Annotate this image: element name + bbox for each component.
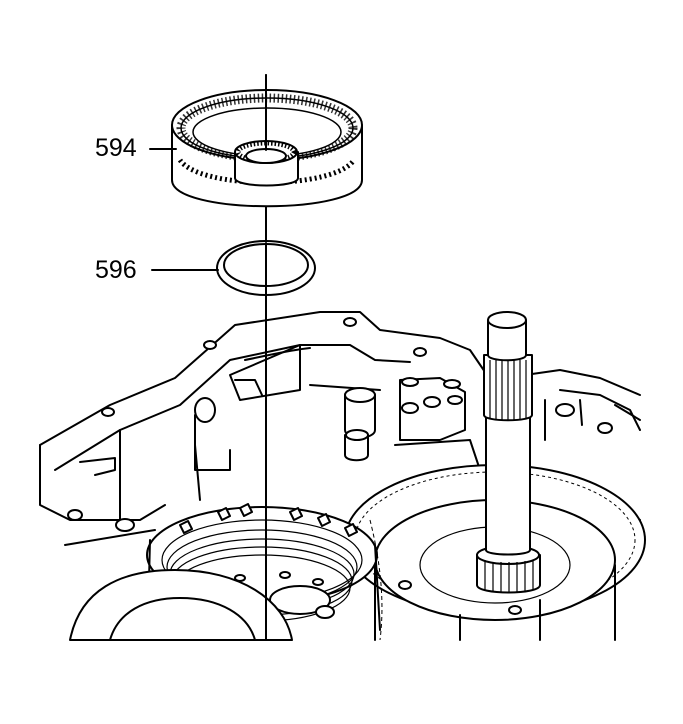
thrust-washer-596 [216,240,316,296]
transmission-case [39,311,641,546]
callout-label-594: 594 [95,134,137,162]
internal-ring-gear-594 [171,74,363,208]
callout-label-596: 596 [95,256,137,284]
bottom-left-bore [69,569,293,641]
output-shaft [476,311,541,594]
